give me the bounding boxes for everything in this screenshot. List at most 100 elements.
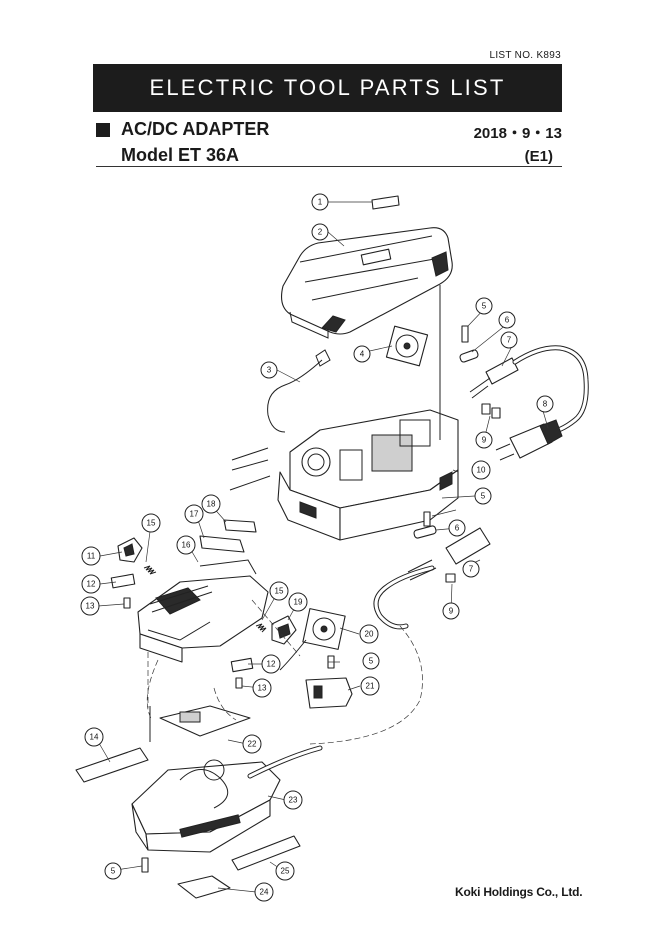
callout-8: 8 bbox=[536, 395, 554, 413]
wire-leads-left bbox=[229, 447, 271, 491]
svg-text:12: 12 bbox=[267, 660, 276, 669]
part-plate-18 bbox=[223, 519, 257, 533]
svg-text:18: 18 bbox=[207, 500, 216, 509]
svg-text:7: 7 bbox=[469, 565, 474, 574]
callout-18: 18 bbox=[201, 494, 221, 514]
callout-5a: 5 bbox=[475, 297, 493, 315]
svg-text:11: 11 bbox=[87, 552, 96, 561]
part-clip-left bbox=[110, 573, 136, 589]
callout-5c: 5 bbox=[362, 652, 380, 670]
callout-9b: 9 bbox=[442, 602, 460, 620]
svg-text:9: 9 bbox=[449, 607, 454, 616]
svg-text:15: 15 bbox=[147, 519, 156, 528]
svg-text:1: 1 bbox=[318, 198, 323, 207]
svg-text:4: 4 bbox=[360, 350, 365, 359]
dashed-guide-lines bbox=[146, 599, 423, 745]
svg-text:5: 5 bbox=[481, 492, 486, 501]
banner-title: ELECTRIC TOOL PARTS LIST bbox=[93, 64, 562, 112]
part-screw-clamp-upper bbox=[459, 325, 479, 363]
svg-text:5: 5 bbox=[369, 657, 374, 666]
part-bracket-21 bbox=[305, 655, 353, 709]
svg-text:9: 9 bbox=[482, 436, 487, 445]
part-inner-chassis bbox=[277, 409, 459, 541]
callout-9a: 9 bbox=[475, 431, 493, 449]
part-fan-lower bbox=[279, 608, 346, 671]
svg-text:16: 16 bbox=[182, 541, 191, 550]
callout-7a: 7 bbox=[500, 331, 518, 349]
part-latch-left bbox=[117, 537, 143, 563]
part-dc-cable bbox=[373, 527, 491, 630]
callout-20: 20 bbox=[359, 624, 379, 644]
callout-2: 2 bbox=[311, 223, 329, 241]
header-rule bbox=[96, 166, 562, 167]
callout-13b: 13 bbox=[252, 678, 272, 698]
part-pad-24 bbox=[177, 875, 231, 899]
part-battery-mount-housing bbox=[137, 559, 269, 663]
model-name: Model ET 36A bbox=[121, 145, 240, 165]
issue-date: 2018・9・13 bbox=[473, 125, 562, 142]
part-spring-15b bbox=[255, 623, 267, 633]
callout-22: 22 bbox=[242, 734, 262, 754]
callout-24: 24 bbox=[254, 882, 274, 902]
part-clip-right bbox=[230, 657, 254, 689]
svg-text:7: 7 bbox=[507, 336, 512, 345]
callout-11: 11 bbox=[81, 546, 101, 566]
callout-4: 4 bbox=[353, 345, 371, 363]
callout-25: 25 bbox=[275, 861, 295, 881]
svg-text:5: 5 bbox=[482, 302, 487, 311]
svg-text:13: 13 bbox=[258, 684, 267, 693]
part-screw-clamp-lower bbox=[413, 511, 437, 539]
svg-text:23: 23 bbox=[289, 796, 298, 805]
svg-text:12: 12 bbox=[87, 580, 96, 589]
svg-text:24: 24 bbox=[260, 888, 269, 897]
callout-5d: 5 bbox=[104, 862, 122, 880]
svg-text:14: 14 bbox=[90, 733, 99, 742]
part-plate-17 bbox=[199, 535, 245, 553]
svg-text:13: 13 bbox=[86, 602, 95, 611]
part-pcb bbox=[149, 705, 251, 742]
callout-3: 3 bbox=[260, 361, 278, 379]
callout-7b: 7 bbox=[462, 560, 480, 578]
callout-17: 17 bbox=[184, 504, 204, 524]
manufacturer-name: Koki Holdings Co., Ltd. bbox=[455, 885, 583, 899]
leader-lines bbox=[95, 201, 549, 893]
svg-text:19: 19 bbox=[294, 598, 303, 607]
part-strip-25 bbox=[231, 835, 301, 871]
callout-15a: 15 bbox=[141, 513, 161, 533]
part-lower-case bbox=[131, 745, 323, 853]
callout-15b: 15 bbox=[269, 581, 289, 601]
callout-1: 1 bbox=[311, 193, 329, 211]
part-screw-bottom bbox=[141, 857, 149, 873]
svg-text:17: 17 bbox=[190, 510, 199, 519]
part-wire-3 bbox=[267, 359, 323, 433]
callout-5b: 5 bbox=[474, 487, 492, 505]
product-name: AC/DC ADAPTER bbox=[121, 119, 270, 139]
part-top-cover bbox=[281, 227, 453, 339]
title-square-marker bbox=[96, 123, 110, 137]
edition-code: (E1) bbox=[524, 148, 553, 165]
svg-text:3: 3 bbox=[267, 366, 272, 375]
part-screw-left bbox=[123, 597, 131, 609]
callout-13a: 13 bbox=[80, 596, 100, 616]
svg-text:6: 6 bbox=[505, 316, 510, 325]
svg-text:20: 20 bbox=[365, 630, 374, 639]
part-strip-14 bbox=[75, 747, 149, 783]
callout-10: 10 bbox=[471, 460, 491, 480]
callout-19: 19 bbox=[288, 592, 308, 612]
callout-16: 16 bbox=[176, 535, 196, 555]
callout-6b: 6 bbox=[448, 519, 466, 537]
callout-6a: 6 bbox=[498, 311, 516, 329]
svg-text:22: 22 bbox=[248, 740, 257, 749]
part-connector-pins-upper bbox=[481, 403, 501, 419]
callout-21: 21 bbox=[360, 676, 380, 696]
part-fan-upper bbox=[385, 325, 429, 367]
svg-text:5: 5 bbox=[111, 867, 116, 876]
part-label-plate bbox=[371, 195, 400, 210]
svg-text:2: 2 bbox=[318, 228, 323, 237]
callout-12b: 12 bbox=[261, 654, 281, 674]
svg-text:25: 25 bbox=[281, 867, 290, 876]
svg-text:6: 6 bbox=[455, 524, 460, 533]
callout-12a: 12 bbox=[81, 574, 101, 594]
part-latch-19 bbox=[271, 615, 297, 645]
